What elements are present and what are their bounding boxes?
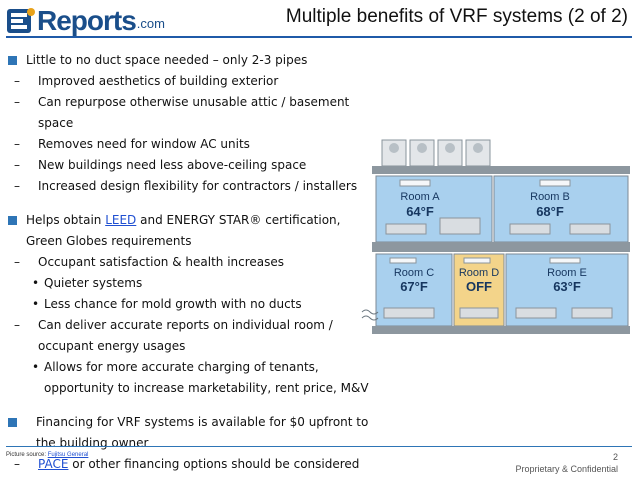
slide-title: Multiple benefits of VRF systems (2 of 2… bbox=[285, 6, 628, 27]
company-logo: Reports .com bbox=[6, 4, 165, 38]
leed-link[interactable]: LEED bbox=[105, 213, 137, 227]
dash-marker: – bbox=[14, 95, 20, 109]
sub-bullet: –Removes need for window AC units bbox=[14, 134, 378, 155]
bullet-list: Little to no duct space needed – only 2-… bbox=[6, 50, 378, 475]
bullet-square-icon bbox=[8, 216, 17, 225]
footer-confidential: Proprietary & Confidential bbox=[515, 464, 618, 474]
sub-bullet: –Occupant satisfaction & health increase… bbox=[14, 252, 378, 273]
dash-marker: – bbox=[14, 457, 20, 471]
logo-mark-icon bbox=[6, 6, 36, 36]
sub-sub-bullet: •Less chance for mold growth with no duc… bbox=[12, 294, 378, 315]
pace-link[interactable]: PACE bbox=[38, 457, 69, 471]
sub-sub-bullet: •Quieter systems bbox=[12, 273, 378, 294]
sub-bullet: –Increased design flexibility for contra… bbox=[14, 176, 378, 197]
dot-marker: • bbox=[32, 297, 40, 311]
room-temp: 67°F bbox=[400, 279, 428, 294]
dash-marker: – bbox=[14, 255, 20, 269]
dash-marker: – bbox=[14, 318, 20, 332]
dash-marker: – bbox=[14, 179, 20, 193]
base-slab bbox=[372, 326, 630, 334]
furniture-icon bbox=[383, 217, 613, 319]
room-temp: 63°F bbox=[553, 279, 581, 294]
room-temp: OFF bbox=[466, 279, 492, 294]
pipe-break-icon bbox=[361, 309, 379, 321]
room-label: Room D bbox=[459, 267, 499, 279]
roof-slab bbox=[372, 166, 630, 174]
room-label: Room B bbox=[530, 191, 570, 203]
bullet-square-icon bbox=[8, 56, 17, 65]
sub-sub-bullet: •Allows for more accurate charging of te… bbox=[12, 357, 376, 399]
room-label: Room A bbox=[400, 191, 440, 203]
sub-bullet: –Improved aesthetics of building exterio… bbox=[14, 71, 378, 92]
bullet-certification: Helps obtain LEED and ENERGY STAR® certi… bbox=[6, 210, 366, 252]
sub-bullet: –Can deliver accurate reports on individ… bbox=[14, 315, 338, 357]
room-temp: 64°F bbox=[406, 204, 434, 219]
logo-wordmark: Reports bbox=[37, 5, 137, 36]
dot-marker: • bbox=[32, 276, 40, 290]
footer-divider bbox=[6, 446, 632, 447]
vrf-building-illustration: Room A 64°F Room B 68°F Room C 67°F Room… bbox=[360, 136, 632, 344]
logo-suffix: .com bbox=[136, 16, 165, 31]
dash-marker: – bbox=[14, 137, 20, 151]
room-label: Room C bbox=[394, 267, 434, 279]
floor-slab bbox=[372, 242, 630, 252]
sub-bullet: –PACE or other financing options should … bbox=[14, 454, 378, 475]
dot-marker: • bbox=[32, 360, 40, 374]
bullet-duct-space: Little to no duct space needed – only 2-… bbox=[6, 50, 378, 71]
dash-marker: – bbox=[14, 74, 20, 88]
source-link[interactable]: Fujitsu General bbox=[47, 452, 89, 458]
sub-bullet: –New buildings need less above-ceiling s… bbox=[14, 155, 378, 176]
title-divider bbox=[6, 36, 632, 38]
room-label: Room E bbox=[547, 267, 587, 279]
bullet-square-icon bbox=[8, 418, 17, 427]
room-temp: 68°F bbox=[536, 204, 564, 219]
indoor-unit-icon bbox=[389, 179, 581, 264]
bullet-financing: Financing for VRF systems is available f… bbox=[6, 412, 378, 454]
page-number: 2 bbox=[612, 452, 618, 462]
sub-bullet: –Can repurpose otherwise unusable attic … bbox=[14, 92, 378, 134]
rooftop-unit-icon bbox=[381, 139, 491, 167]
dash-marker: – bbox=[14, 158, 20, 172]
picture-source: Picture source: Fujitsu General bbox=[6, 452, 89, 458]
